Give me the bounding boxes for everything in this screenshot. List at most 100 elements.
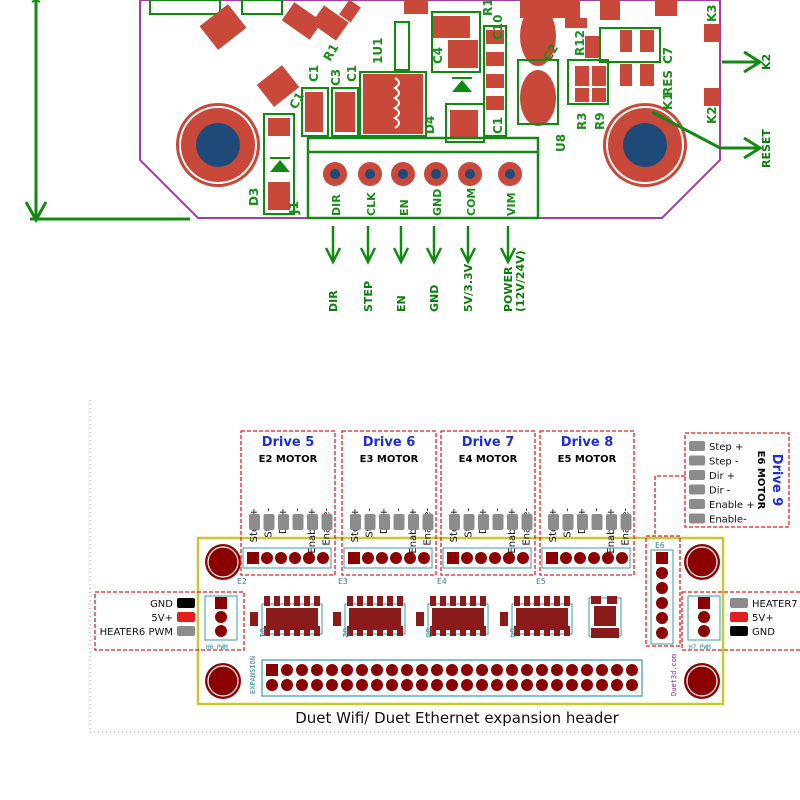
driver-chip-outline (261, 603, 323, 635)
svg-text:R3: R3 (575, 112, 589, 130)
expansion-pin (581, 679, 593, 691)
expansion-pin (626, 679, 638, 691)
expansion-pin (596, 679, 608, 691)
chip-lead (470, 596, 476, 606)
chip-lead (430, 596, 436, 606)
expansion-pin (401, 664, 413, 676)
expansion-pin (401, 679, 413, 691)
connector-pin (656, 612, 668, 624)
connector-pin (574, 552, 586, 564)
mounting-hole-right (603, 103, 687, 187)
pin-color-swatch (548, 514, 559, 530)
chip-lead (357, 626, 363, 636)
chip-lead (514, 596, 520, 606)
chip-lead (274, 626, 280, 636)
connector-outline (343, 547, 433, 569)
connector-label: E2 (237, 577, 247, 586)
expansion-pin (521, 664, 533, 676)
pin-color-swatch (449, 514, 460, 530)
heater-box (681, 591, 800, 651)
svg-text:C4: C4 (431, 47, 445, 64)
drive9-pin-label: Dir + (709, 471, 735, 482)
reset-label: RESET (760, 129, 773, 168)
pin-label: Dir + (379, 508, 390, 534)
pin-color-swatch (620, 514, 632, 530)
pin-label: Step + (449, 508, 460, 542)
svg-text:R1: R1 (481, 0, 495, 16)
drive-box (539, 430, 635, 576)
expansion-pin (326, 664, 338, 676)
terminal-pin-label: DIR (330, 194, 343, 216)
connector-pin (289, 552, 301, 564)
pin-color-swatch (521, 514, 533, 530)
connector-pin (418, 552, 430, 564)
drive9-pin-label: Dir - (709, 486, 731, 497)
drive9-motor-title: E6 MOTOR (755, 451, 766, 510)
signal-arrowhead (459, 247, 477, 265)
terminal-hole (398, 169, 408, 179)
expansion-pin (311, 664, 323, 676)
connector-pin (546, 552, 558, 564)
expansion-pin (266, 664, 278, 676)
expansion-pin (341, 664, 353, 676)
chip-lead (397, 626, 403, 636)
expansion-pin (536, 679, 548, 691)
chip-lead (480, 596, 486, 606)
drive-title: Drive 8 (561, 435, 614, 450)
drive9-pin-label: Step - (709, 457, 739, 468)
drive-title: Drive 6 (363, 435, 416, 450)
smd-components (199, 0, 720, 210)
expansion-pin (521, 679, 533, 691)
pin-label: Step - (365, 508, 376, 538)
svg-text:1U1: 1U1 (371, 38, 385, 64)
heater-silk-label: H6 PWM (206, 644, 228, 651)
chip-cap (333, 612, 341, 626)
expansion-pin (611, 664, 623, 676)
expansion-pin (326, 679, 338, 691)
expansion-pin (461, 679, 473, 691)
heater-box (94, 591, 245, 651)
connector-pin (303, 552, 315, 564)
driver-chip (349, 608, 401, 630)
pin-color-swatch (606, 514, 617, 530)
pin-label: Step - (563, 508, 574, 538)
chip-lead (284, 626, 290, 636)
chip-lead (284, 596, 290, 606)
chip-lead (397, 596, 403, 606)
expansion-pin (476, 664, 488, 676)
terminal-hole (465, 169, 475, 179)
chip-label: U3 (424, 628, 433, 638)
chip-lead (264, 626, 270, 636)
connector-pin (376, 552, 388, 564)
board-caption: Duet Wifi/ Duet Ethernet expansion heade… (295, 709, 619, 727)
pin-label: Dir + (278, 508, 289, 534)
pin-label: Enable- (522, 508, 533, 546)
signal-arrowhead (324, 247, 342, 265)
svg-text:U8: U8 (554, 134, 568, 152)
pin-color-swatch (393, 514, 405, 530)
pin-color-swatch (307, 514, 318, 530)
pin-color-swatch (478, 514, 489, 530)
driver-chip (266, 608, 318, 630)
board-outline (196, 536, 725, 706)
connector-pin (362, 552, 374, 564)
signal-label: 5V/3.3V (462, 263, 475, 312)
pin-color-swatch (364, 514, 376, 530)
connector-pin (247, 552, 259, 564)
heater-pin (215, 611, 227, 623)
site-label: Duet3d.com (670, 654, 678, 696)
pin-label: Dir - (592, 508, 603, 530)
heater-pin-label: GND (150, 599, 173, 610)
pin-color-swatch (463, 514, 475, 530)
pin-color-swatch (263, 514, 275, 530)
heater-pin-label: HEATER6 PWM (100, 627, 173, 638)
expansion-pin (446, 664, 458, 676)
terminal-pin-label: CLK (365, 192, 378, 216)
reset-arrow-line (651, 110, 758, 150)
expansion-pin (596, 664, 608, 676)
chip-lead (347, 596, 353, 606)
expansion-pin (281, 679, 293, 691)
connector-pin (404, 552, 416, 564)
svg-text:C1: C1 (491, 117, 505, 134)
pin-color-swatch (689, 499, 705, 509)
